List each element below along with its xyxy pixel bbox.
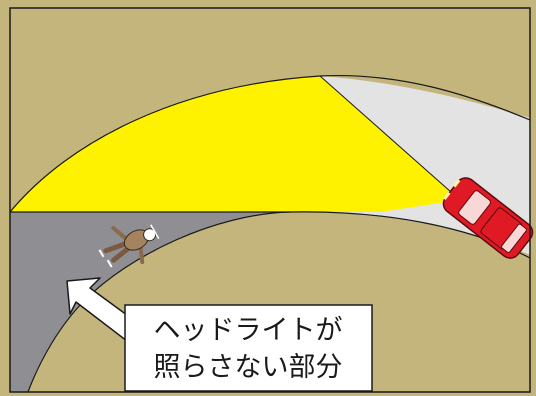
headlight-beam (10, 76, 460, 212)
red-car-icon (442, 177, 534, 259)
callout-line-1: ヘッドライトが (154, 315, 343, 346)
callout-line-2: 照らさない部分 (154, 352, 343, 383)
road-outer-edge (9, 74, 531, 213)
fallen-pedestrian-icon (98, 224, 160, 268)
diagram-frame (9, 7, 531, 393)
callout-box: ヘッドライトが 照らさない部分 (124, 304, 373, 392)
road-inner-edge (27, 211, 531, 393)
unlit-road (10, 212, 290, 392)
beam-upper-ray (319, 75, 461, 201)
